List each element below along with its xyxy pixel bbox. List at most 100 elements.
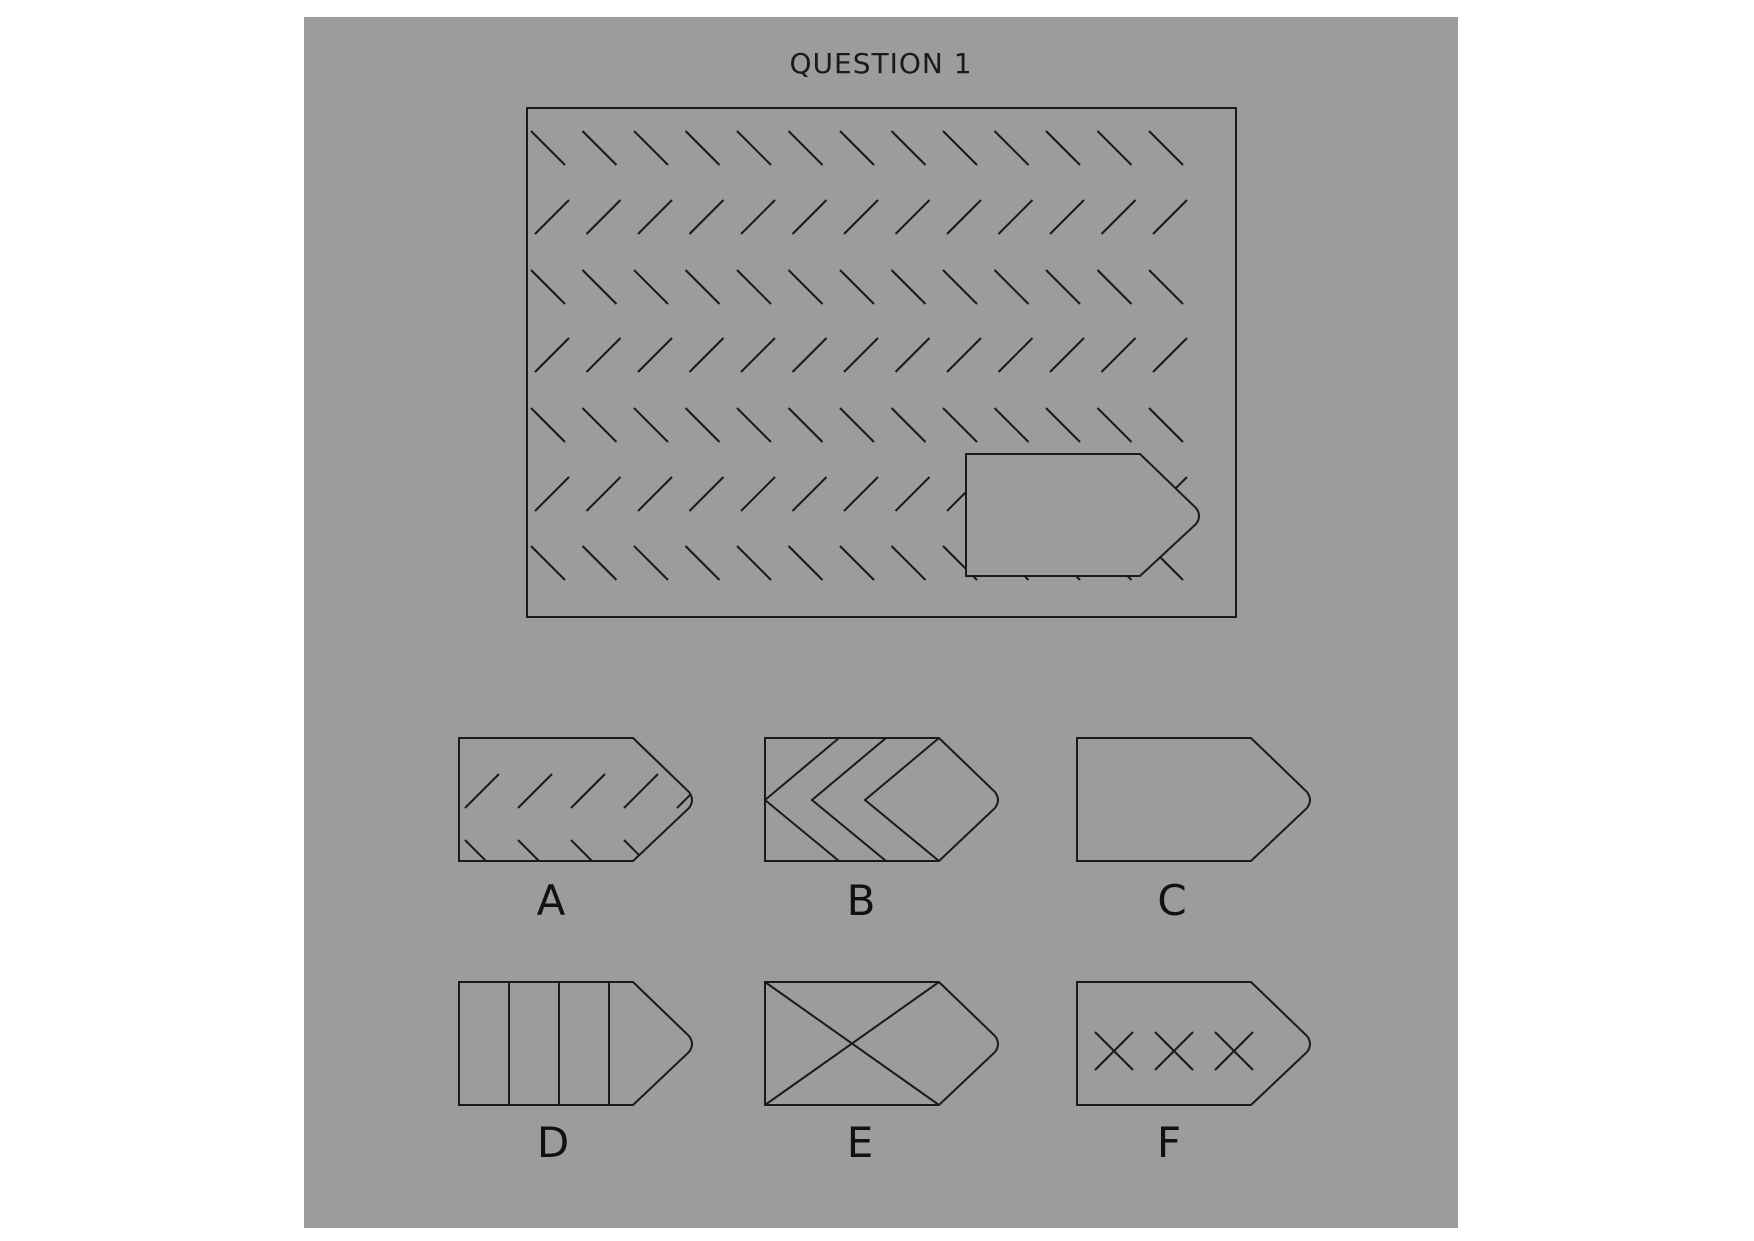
pattern-dash bbox=[942, 130, 978, 166]
pattern-dash bbox=[993, 407, 1030, 443]
option-a-dash bbox=[623, 839, 659, 861]
pattern-dash bbox=[993, 130, 1030, 166]
pattern-dash bbox=[942, 407, 978, 443]
pattern-dash bbox=[534, 476, 570, 512]
option-a-dash bbox=[570, 773, 606, 809]
pattern-dash bbox=[581, 269, 618, 305]
pattern-dash bbox=[684, 130, 721, 166]
pattern-dash bbox=[637, 337, 673, 373]
pattern-dash bbox=[787, 130, 824, 166]
pattern-dash bbox=[894, 476, 931, 512]
pattern-dash bbox=[997, 337, 1034, 373]
option-e-shape bbox=[764, 981, 999, 1106]
pattern-dash bbox=[1049, 199, 1085, 235]
pattern-dash bbox=[688, 199, 725, 235]
pattern-dash bbox=[843, 199, 879, 235]
pattern-dash bbox=[633, 269, 669, 305]
pattern-dash bbox=[534, 337, 570, 373]
pattern-dash bbox=[1152, 199, 1188, 235]
option-f-shape bbox=[1076, 981, 1311, 1106]
pattern-dash bbox=[1148, 130, 1184, 166]
option-b-shape bbox=[764, 737, 999, 862]
pattern-dash bbox=[787, 407, 824, 443]
option-a-dash bbox=[623, 773, 659, 809]
pattern-dash bbox=[843, 476, 879, 512]
pattern-dash bbox=[633, 545, 669, 581]
question-title: QUESTION 1 bbox=[789, 47, 973, 80]
pattern-dash bbox=[585, 476, 622, 512]
pattern-dash bbox=[1148, 407, 1184, 443]
pattern-dash bbox=[839, 269, 875, 305]
option-c-label[interactable]: C bbox=[1157, 876, 1187, 925]
pattern-dash bbox=[736, 407, 772, 443]
pattern-dash bbox=[684, 407, 721, 443]
pattern-dash bbox=[894, 337, 931, 373]
pattern-dash bbox=[1096, 407, 1133, 443]
pattern-dash bbox=[894, 199, 931, 235]
pattern-dash bbox=[946, 337, 982, 373]
pattern-dash bbox=[791, 199, 828, 235]
pattern-dash bbox=[740, 337, 776, 373]
pattern-dash bbox=[1045, 130, 1081, 166]
option-a-shape bbox=[458, 737, 693, 862]
pattern-dash bbox=[839, 545, 875, 581]
pattern-dash bbox=[1045, 269, 1081, 305]
option-a-dash bbox=[676, 773, 692, 809]
pattern-dash bbox=[633, 407, 669, 443]
pattern-dash bbox=[890, 407, 927, 443]
option-e-label[interactable]: E bbox=[846, 1118, 874, 1167]
pattern-dash bbox=[530, 130, 566, 166]
pattern-dash bbox=[637, 199, 673, 235]
option-d-shape bbox=[458, 981, 693, 1106]
pattern-dash bbox=[942, 269, 978, 305]
pattern-dash bbox=[740, 199, 776, 235]
option-d-label[interactable]: D bbox=[536, 1118, 570, 1167]
option-b-pattern bbox=[765, 738, 940, 861]
pattern-dash bbox=[791, 476, 828, 512]
option-a-label[interactable]: A bbox=[536, 876, 566, 925]
pattern-dash bbox=[1100, 337, 1137, 373]
pattern-dash bbox=[736, 545, 772, 581]
option-a-dash bbox=[464, 773, 500, 809]
pattern-dash bbox=[633, 130, 669, 166]
option-a-dash bbox=[464, 839, 500, 861]
pattern-dash bbox=[530, 545, 566, 581]
pattern-dash bbox=[890, 269, 927, 305]
pattern-dash bbox=[534, 199, 570, 235]
pattern-dash bbox=[684, 545, 721, 581]
option-e[interactable] bbox=[764, 981, 999, 1106]
pattern-dash bbox=[787, 269, 824, 305]
option-f-label[interactable]: F bbox=[1156, 1118, 1182, 1167]
option-b-label[interactable]: B bbox=[846, 876, 876, 925]
option-a-dash bbox=[517, 773, 553, 809]
pattern-dash bbox=[585, 199, 622, 235]
option-b[interactable] bbox=[764, 737, 999, 862]
pattern-dash bbox=[736, 130, 772, 166]
pattern-dash bbox=[890, 545, 927, 581]
pattern-dash bbox=[585, 337, 622, 373]
pattern-frame bbox=[526, 107, 1237, 618]
option-a[interactable] bbox=[458, 737, 711, 874]
pattern-dash bbox=[993, 269, 1030, 305]
option-f[interactable] bbox=[1076, 981, 1311, 1106]
option-f-pattern bbox=[1094, 1031, 1254, 1071]
pattern-dash bbox=[946, 199, 982, 235]
option-c-shape bbox=[1076, 737, 1311, 862]
pattern-dash bbox=[736, 269, 772, 305]
pattern-dash bbox=[890, 130, 927, 166]
pattern-dash bbox=[1045, 407, 1081, 443]
option-d[interactable] bbox=[458, 981, 693, 1106]
pattern-dash bbox=[740, 476, 776, 512]
option-d-pattern bbox=[508, 982, 610, 1105]
pattern-dash bbox=[688, 476, 725, 512]
option-a-dash bbox=[570, 839, 606, 861]
pattern-dash bbox=[1100, 199, 1137, 235]
pattern-dash bbox=[1096, 269, 1133, 305]
pattern-dash bbox=[1152, 337, 1188, 373]
pattern-dash bbox=[791, 337, 828, 373]
option-c[interactable] bbox=[1076, 737, 1311, 862]
pattern-dash bbox=[637, 476, 673, 512]
pattern-dash bbox=[684, 269, 721, 305]
option-a-pattern bbox=[464, 773, 692, 861]
